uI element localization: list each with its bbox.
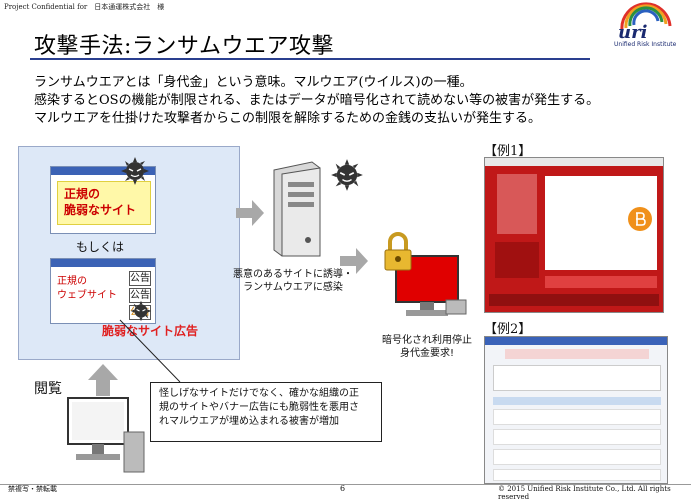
padlock-icon [384, 232, 412, 271]
ad-banner-1: 公告 [129, 271, 151, 286]
site1-line-2: 脆弱なサイト [64, 203, 137, 217]
desktop-pc-icon [67, 397, 145, 473]
lock-caption-line-1: 暗号化され利用停止 [382, 335, 472, 346]
window-titlebar [485, 337, 667, 345]
or-label: もしくは [76, 240, 125, 254]
bitcoin-icon [628, 207, 652, 231]
intro-line-2: 感染するとOSの機能が制限される、またはデータが暗号化されて読めない等の被害が発… [34, 93, 600, 108]
server-caption: 悪意のあるサイトに誘導・ ランサムウエアに感染 [228, 268, 358, 294]
site2-line-2: ウェブサイト [57, 290, 117, 301]
notice-box [493, 365, 661, 391]
company-logo: uri Unified Risk Institute [600, 2, 686, 48]
example-2-screenshot [484, 336, 668, 484]
example-1-label: 【例1】 [484, 144, 532, 159]
example-1-screenshot [484, 157, 664, 313]
example-2-label: 【例2】 [484, 322, 532, 337]
callout-note: 怪しげなサイトだけでなく、確かな組織の正 規のサイトやバナー広告にも脆弱性を悪用… [150, 382, 382, 442]
confidential-note: Project Confidential for 日本通運株式会社 様 [4, 3, 165, 11]
section-bar [493, 397, 661, 405]
window-titlebar [51, 259, 155, 267]
virus-icon [331, 159, 363, 191]
virus-icon [121, 157, 149, 185]
portrait-image [497, 174, 537, 234]
callout-pointer [119, 319, 181, 383]
logo-text: uri [618, 22, 648, 43]
list-item [493, 449, 661, 465]
server-caption-line-2: ランサムウエアに感染 [243, 282, 343, 293]
footer-divider [0, 484, 691, 485]
virus-icon [130, 300, 152, 322]
title-underline [30, 58, 590, 60]
up-arrow-icon [88, 364, 118, 396]
window-titlebar [51, 167, 155, 175]
list-item [493, 429, 661, 445]
right-arrow-icon [236, 200, 264, 226]
right-arrow-icon [340, 248, 368, 274]
copyright: © 2015 Unified Risk Institute Co., Ltd. … [498, 485, 671, 501]
intro-line-1: ランサムウエアとは「身代金」という意味。マルウエア(ウイルス)の一種。 [34, 75, 473, 90]
vulnerable-site-window: 正規の 脆弱なサイト [50, 166, 156, 234]
logo-subtext: Unified Risk Institute [614, 41, 677, 48]
site1-line-1: 正規の [64, 187, 101, 201]
list-item [493, 469, 661, 481]
vulnerable-site-label: 正規の 脆弱なサイト [57, 181, 151, 225]
callout-line-2: 規のサイトやバナー広告にも脆弱性を悪用さ [159, 402, 359, 413]
bottom-bar [489, 294, 659, 306]
page-title: 攻撃手法:ランサムウエア攻撃 [34, 34, 334, 59]
callout-line-1: 怪しげなサイトだけでなく、確かな組織の正 [159, 388, 359, 399]
footer-copy-notice: 禁複写・禁転載 [8, 485, 57, 493]
site2-line-1: 正規の [57, 276, 87, 287]
legit-site-label: 正規の ウェブサイト [57, 275, 117, 303]
page-number: 6 [340, 484, 346, 493]
list-item [493, 409, 661, 425]
window-titlebar [485, 158, 663, 166]
browse-label: 閲覧 [34, 381, 62, 397]
vulnerable-ad-label: 脆弱なサイト広告 [102, 324, 199, 338]
input-bar [545, 276, 657, 288]
warning-header [505, 349, 649, 359]
timer-box [495, 242, 539, 278]
intro-line-3: マルウエアを仕掛けた攻撃者からこの制限を解除するための金銭の支払いが発生する。 [34, 111, 542, 126]
ad-banner-2: 公告 [129, 288, 151, 303]
intro-text: ランサムウエアとは「身代金」という意味。マルウエア(ウイルス)の一種。 感染する… [34, 74, 599, 128]
lock-caption-line-2: 身代金要求! [399, 348, 454, 359]
server-icon [273, 161, 321, 257]
server-caption-line-1: 悪意のあるサイトに誘導・ [233, 269, 353, 280]
callout-line-3: れマルウエアが埋め込まれる被害が増加 [159, 416, 339, 427]
lock-caption: 暗号化され利用停止 身代金要求! [372, 334, 482, 360]
